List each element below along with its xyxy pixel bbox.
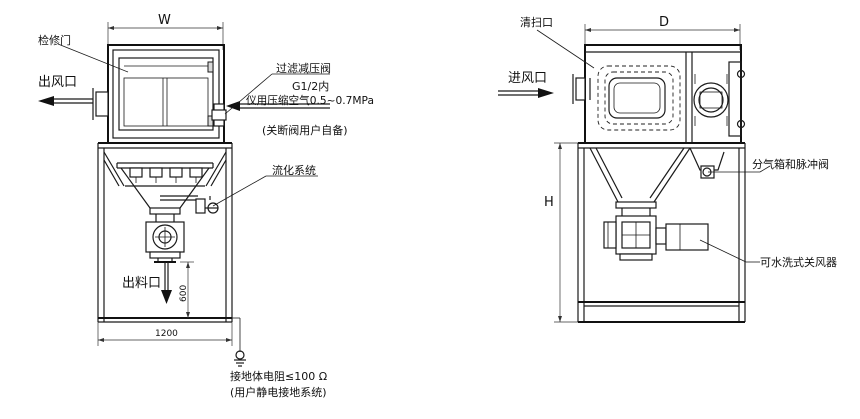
label-rotary-valve: 可水洗式关风器 (760, 255, 837, 269)
air-inlet-arrow (498, 88, 554, 98)
compressed-air-arrow (226, 101, 330, 111)
leader-lines-right (536, 29, 771, 263)
grounding-symbol (226, 317, 246, 367)
inspection-door (118, 57, 214, 131)
label-filter-regulator: 过滤减压阀 (276, 61, 331, 75)
label-air-inlet: 进风口 (508, 71, 547, 86)
label-air-outlet: 出风口 (38, 75, 77, 90)
support-frame-left (97, 142, 233, 323)
dim-h-label: H (544, 195, 554, 210)
label-pulse-valve: 分气箱和脉冲阀 (752, 157, 829, 171)
dim-w-label: W (158, 13, 171, 28)
dim-h: H (544, 142, 580, 323)
air-inlet-flange (575, 77, 586, 101)
pulse-valve-box (689, 147, 725, 179)
dim-w: W (107, 13, 224, 50)
air-outlet-flange (95, 91, 109, 117)
label-valve-note: (关断阀用户自备) (262, 123, 348, 137)
filter-housing-left (92, 44, 227, 144)
rotary-valve-motor (665, 223, 709, 251)
right-side-view: D H (498, 15, 837, 323)
rotary-valve-right (603, 215, 709, 261)
dim-600: 600 (179, 261, 194, 318)
label-pipe-spec: G1/2内 (292, 79, 329, 93)
fluidization-nozzles (129, 167, 203, 183)
support-frame-right (577, 142, 746, 323)
dim-600-label: 600 (179, 285, 189, 302)
dim-1200: 1200 (97, 322, 233, 346)
label-air-supply: 仪用压缩空气0.5~0.7MPa (246, 93, 374, 107)
label-ground-note: (用户静电接地系统) (230, 385, 327, 399)
rotary-valve-left (145, 221, 185, 263)
label-fluidization: 流化系统 (272, 163, 316, 177)
label-ground-resistance: 接地体电阻≤100 Ω (230, 369, 327, 383)
label-inspection-door: 检修门 (38, 33, 71, 47)
hopper-left (116, 162, 219, 222)
dim-1200-label: 1200 (155, 329, 178, 339)
hopper-right (589, 147, 691, 216)
dim-d-label: D (659, 15, 669, 30)
leader-lines-left (57, 43, 330, 207)
cleaning-port (608, 77, 666, 119)
label-discharge: 出料口 (122, 276, 161, 291)
fluidization-valve (195, 196, 219, 214)
label-cleaning-port: 清扫口 (520, 16, 553, 29)
filter-housing-right (572, 44, 746, 144)
discharge-arrow (161, 262, 172, 304)
air-outlet-arrow (38, 96, 93, 106)
left-front-view: W (38, 13, 374, 399)
